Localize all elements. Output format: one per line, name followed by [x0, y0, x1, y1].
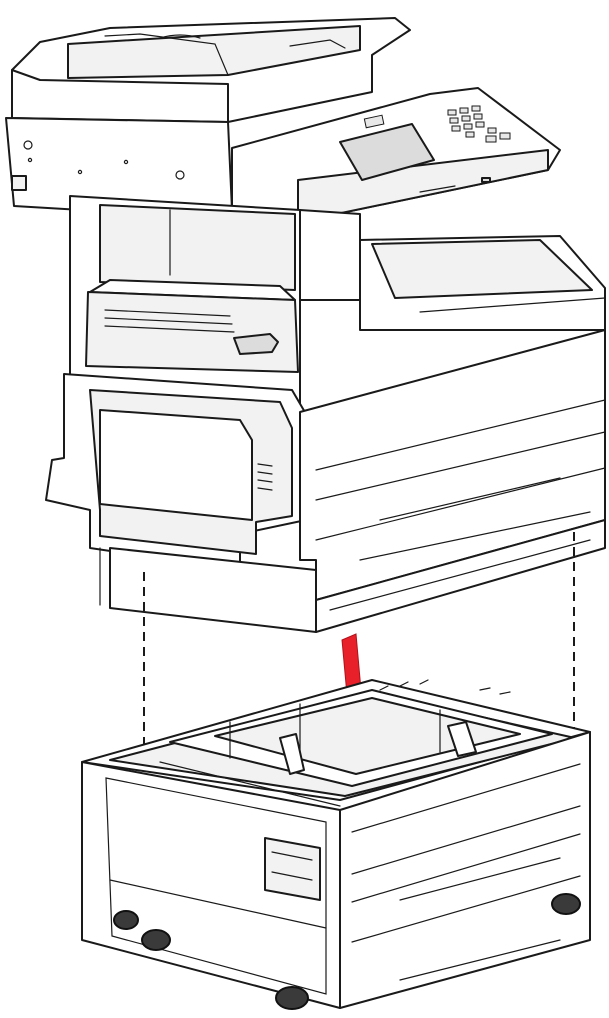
- printer-mfp-icon: [5, 17, 606, 633]
- caster-wheels: [113, 893, 581, 1010]
- touchscreen-display: [339, 123, 435, 181]
- tray-drawer-icon: [81, 679, 591, 1010]
- keypad-icon: [447, 105, 511, 143]
- multipurpose-feeder-door: [45, 373, 307, 571]
- scanner-lid: [11, 17, 411, 123]
- tray-handle-icon: [264, 837, 321, 901]
- control-panel: [231, 87, 561, 223]
- alignment-guides: [143, 532, 575, 746]
- release-lever-icon: [233, 333, 279, 355]
- printer-right-body: [99, 329, 606, 633]
- inner-access-cover: [85, 291, 299, 373]
